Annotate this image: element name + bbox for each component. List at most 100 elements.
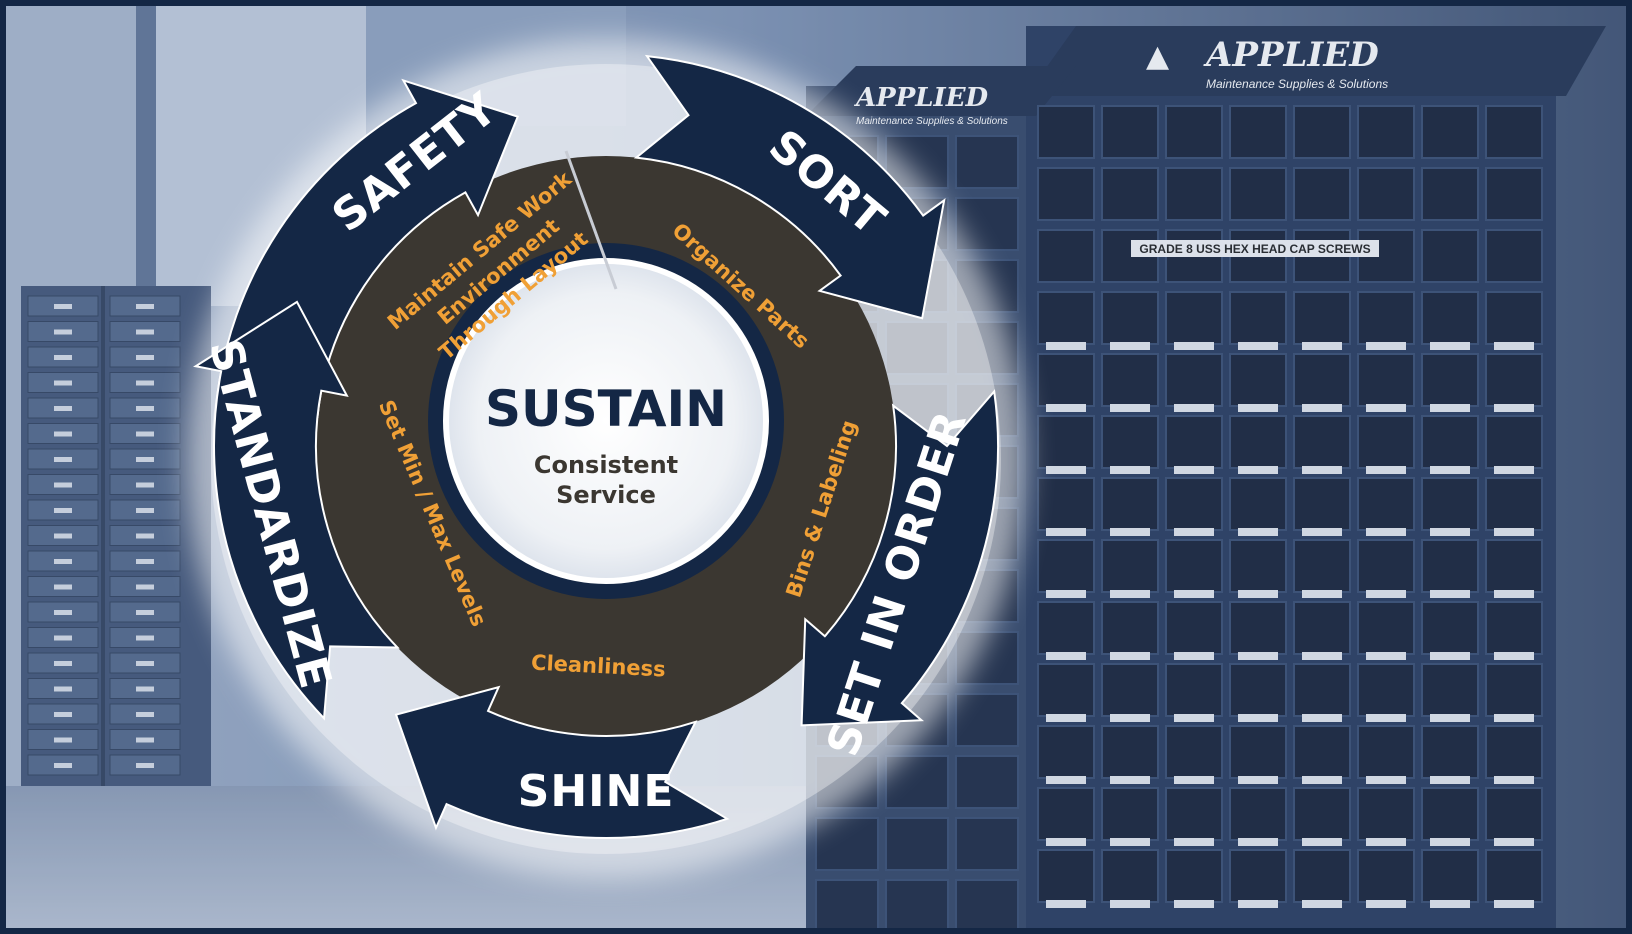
bin-label (1302, 652, 1342, 660)
brand-logo-mark: ▲ (1146, 39, 1169, 74)
bin-label (1174, 404, 1214, 412)
cycle-arrows (193, 54, 999, 839)
bin-slot (1293, 477, 1351, 531)
bin-slot (1485, 167, 1543, 221)
bin-slot (1229, 787, 1287, 841)
bin-slot (1421, 229, 1479, 283)
bin-label (1430, 342, 1470, 350)
drawer-handle (136, 457, 154, 462)
bin-slot (1485, 539, 1543, 593)
bin-slot (955, 693, 1019, 747)
bin-slot (1357, 477, 1415, 531)
bin-slot (1229, 601, 1287, 655)
bin-slot (1165, 601, 1223, 655)
bin-label (1494, 342, 1534, 350)
bin-slot (1101, 849, 1159, 903)
drawer-handle (136, 737, 154, 743)
bin-slot (815, 817, 879, 871)
drawer-handle (136, 712, 154, 717)
bin-slot (1421, 725, 1479, 779)
bin-slot (1165, 415, 1223, 469)
arrow-standardize (193, 300, 400, 721)
drawer-handle (136, 406, 154, 411)
bin-slot (1229, 849, 1287, 903)
brand-name-small: APPLIED (853, 83, 989, 113)
bin-label (1494, 838, 1534, 846)
bin-label (1366, 776, 1406, 784)
bin-slot (1293, 787, 1351, 841)
bin-label (1174, 838, 1214, 846)
bin-slot (1101, 167, 1159, 221)
bin-slot (1037, 229, 1095, 283)
bin-label (1430, 404, 1470, 412)
bin-label (1046, 404, 1086, 412)
bin-slot (1101, 725, 1159, 779)
bin-slot (955, 755, 1019, 809)
bin-label (1046, 590, 1086, 598)
bin-slot (885, 817, 949, 871)
shelf-label-strip: GRADE 8 USS HEX HEAD CAP SCREWS (1131, 240, 1379, 257)
bin-label (1046, 342, 1086, 350)
bin-slot (1485, 663, 1543, 717)
bin-slot (1229, 477, 1287, 531)
brand-sign-large: APPLIED Maintenance Supplies & Solutions… (1146, 35, 1388, 91)
bin-label (1494, 466, 1534, 474)
bin-label (1238, 652, 1278, 660)
bin-slot (1293, 415, 1351, 469)
bin-label (1046, 900, 1086, 908)
bin-slot (1485, 105, 1543, 159)
drawer-handle (54, 533, 72, 539)
bin-slot (1485, 477, 1543, 531)
brand-tagline-large: Maintenance Supplies & Solutions (1206, 77, 1388, 91)
drawer-handle (54, 508, 72, 513)
bin-label (1238, 900, 1278, 908)
drawer-handle (54, 737, 72, 743)
drawer-handle (136, 508, 154, 513)
drawer-handle (54, 712, 72, 717)
bin-label (1366, 838, 1406, 846)
bin-slot (1037, 291, 1095, 345)
bin-label (1366, 528, 1406, 536)
bin-label (1366, 590, 1406, 598)
drawer-handle (136, 329, 154, 335)
bin-slot (1229, 539, 1287, 593)
drawer-handle (136, 482, 154, 488)
bin-label (1238, 342, 1278, 350)
bin-label (1366, 342, 1406, 350)
bin-slot (1485, 601, 1543, 655)
bin-slot (1165, 539, 1223, 593)
center-title: SUSTAIN (485, 380, 727, 438)
bin-label (1302, 714, 1342, 722)
five-s-graphic: APPLIED Maintenance Supplies & Solutions… (6, 6, 1626, 928)
bin-label (1046, 776, 1086, 784)
bin-label (1366, 404, 1406, 412)
drawer-handle (54, 482, 72, 488)
bin-label (1110, 342, 1150, 350)
bin-label (1174, 590, 1214, 598)
drawer-handle (136, 610, 154, 615)
bin-label (1110, 838, 1150, 846)
bin-slot (1485, 291, 1543, 345)
brand-sign-small: APPLIED Maintenance Supplies & Solutions (853, 83, 1008, 127)
bin-label (1238, 466, 1278, 474)
drawer-handle (136, 584, 154, 590)
bin-label (1302, 900, 1342, 908)
bin-label (1238, 528, 1278, 536)
bin-label (1046, 466, 1086, 474)
bin-slot (1101, 539, 1159, 593)
bin-slot (955, 879, 1019, 928)
bin-slot (1037, 849, 1095, 903)
bin-label (1174, 528, 1214, 536)
bin-label (1238, 714, 1278, 722)
drawer-handle (136, 661, 154, 666)
bin-label (1238, 404, 1278, 412)
bin-label (1174, 776, 1214, 784)
bin-label (1494, 776, 1534, 784)
brand-tagline-small: Maintenance Supplies & Solutions (856, 116, 1008, 127)
bin-label (1430, 590, 1470, 598)
ring-divider (564, 150, 618, 290)
bin-label (1430, 900, 1470, 908)
bin-slot (1229, 353, 1287, 407)
bin-slot (1101, 105, 1159, 159)
bin-label (1366, 652, 1406, 660)
